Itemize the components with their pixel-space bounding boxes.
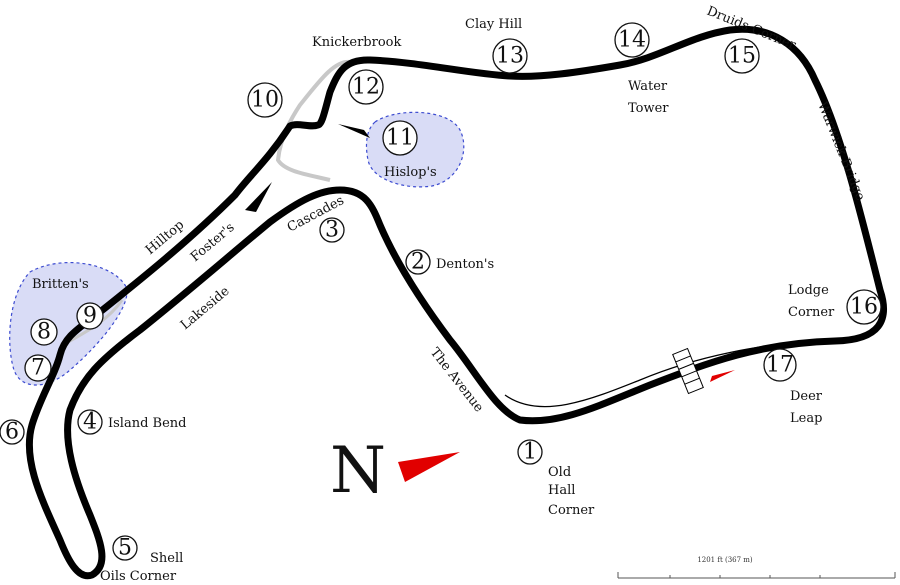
svg-text:16: 16 [850, 295, 878, 320]
corner-16: 16 [846, 289, 882, 325]
label-knickerbrook: Knickerbrook [312, 35, 401, 50]
svg-text:5: 5 [118, 536, 132, 561]
svg-text:2: 2 [411, 250, 425, 275]
start-finish-arrow [710, 370, 735, 382]
svg-text:8: 8 [37, 320, 51, 345]
corner-10: 10 [247, 82, 283, 118]
svg-text:3: 3 [325, 218, 339, 243]
scale-bar: 1201 ft (367 m) [617, 556, 896, 579]
corner-12: 12 [348, 69, 384, 105]
track-outline [25, 25, 887, 580]
label-lodge-1: Lodge [788, 283, 829, 298]
direction-arrow-fosters [245, 182, 272, 212]
svg-text:1: 1 [523, 440, 537, 465]
corner-11: 11 [382, 120, 418, 156]
svg-text:6: 6 [5, 420, 19, 445]
label-deer-2: Leap [790, 411, 822, 426]
corner-5: 5 [112, 535, 138, 561]
scale-label: 1201 ft (367 m) [697, 556, 753, 564]
label-dentons: Denton's [436, 257, 494, 272]
corner-13: 13 [492, 38, 528, 74]
svg-text:12: 12 [352, 75, 380, 100]
svg-text:4: 4 [83, 410, 97, 435]
corner-15: 15 [724, 38, 760, 74]
brittens-chicane-zone [9, 261, 128, 386]
label-brittens: Britten's [32, 277, 89, 292]
svg-text:13: 13 [496, 44, 524, 69]
svg-text:9: 9 [83, 304, 97, 329]
svg-text:7: 7 [31, 356, 45, 381]
corner-4: 4 [77, 409, 103, 435]
corner-9: 9 [76, 302, 104, 330]
label-deer-1: Deer [790, 389, 823, 404]
corner-17: 17 [763, 348, 797, 382]
north-arrow-icon [398, 452, 460, 482]
svg-text:10: 10 [251, 88, 279, 113]
svg-text:17: 17 [766, 353, 794, 378]
label-hilltop: Hilltop [143, 218, 187, 259]
label-old-hall-3: Corner [548, 503, 595, 518]
corner-3: 3 [319, 217, 345, 243]
label-shell-1: Shell [150, 551, 183, 566]
label-island-bend: Island Bend [108, 416, 186, 431]
label-lodge-2: Corner [788, 305, 835, 320]
label-old-hall-2: Hall [548, 483, 575, 498]
label-shell-2: Oils Corner [100, 569, 177, 584]
direction-arrow-hislops [338, 124, 370, 138]
deer-leap-bridge [672, 347, 704, 395]
corner-2: 2 [405, 249, 431, 275]
label-hislops: Hislop's [384, 165, 437, 180]
label-warwick: Warwick Bridge [814, 100, 867, 203]
svg-text:11: 11 [386, 126, 414, 151]
svg-text:14: 14 [618, 28, 646, 53]
north-label: N [330, 434, 386, 508]
corner-7: 7 [24, 354, 52, 382]
label-clay-hill: Clay Hill [465, 17, 522, 32]
svg-text:15: 15 [728, 44, 756, 69]
corner-6: 6 [0, 419, 25, 445]
label-old-hall-1: Old [548, 465, 571, 480]
label-tower: Tower [628, 101, 669, 116]
label-water: Water [628, 79, 668, 94]
corner-1: 1 [517, 439, 543, 465]
corner-14: 14 [614, 22, 650, 58]
corner-8: 8 [30, 318, 58, 346]
